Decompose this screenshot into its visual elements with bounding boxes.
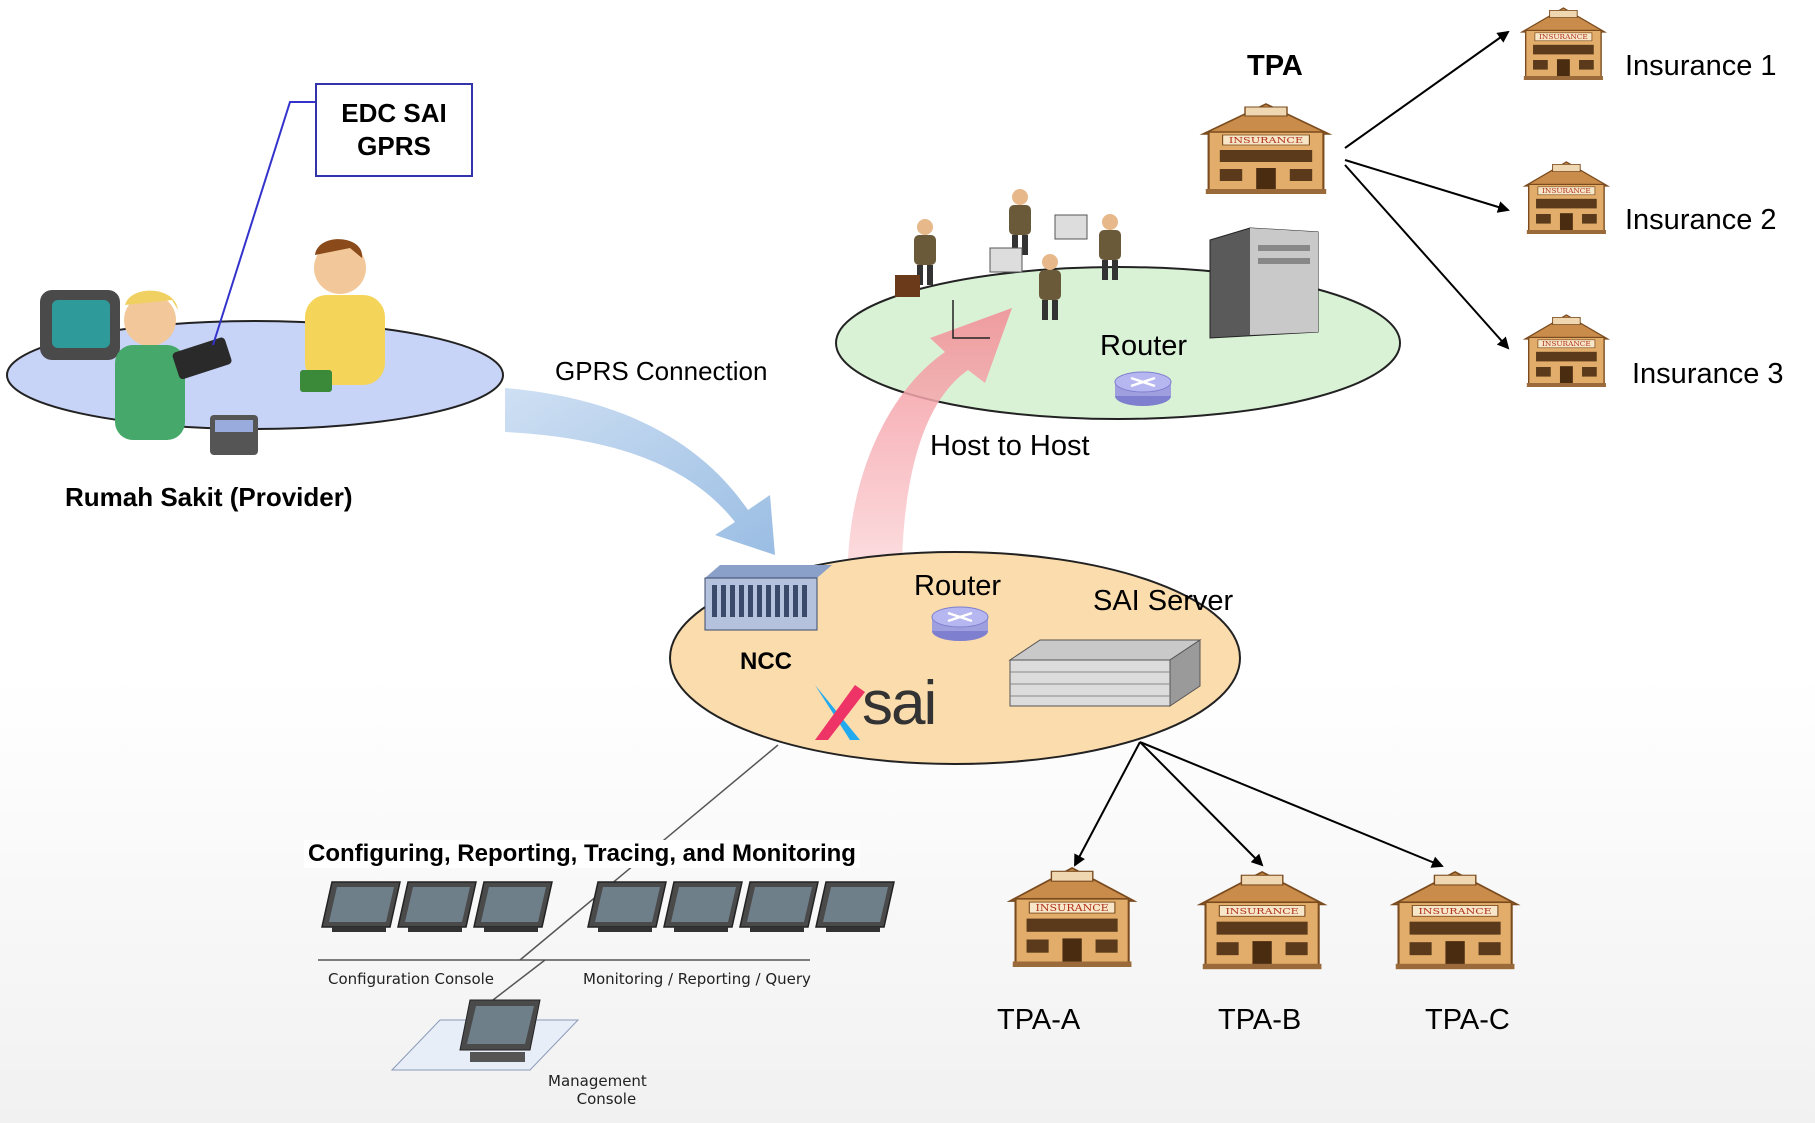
provider-illustration: [40, 239, 385, 455]
console-monitor-2: [397, 881, 477, 933]
router-icon-mid: [930, 605, 990, 643]
management-console-label: Management Console: [548, 1072, 647, 1108]
provider-label: Rumah Sakit (Provider): [65, 482, 353, 512]
building-sign: INSURANCE: [1542, 188, 1591, 195]
building-sign-text: INSURANCE: [1418, 907, 1491, 917]
router-label-mid: Router: [914, 570, 1002, 602]
tpa-b-label: TPA-B: [1218, 1004, 1302, 1036]
tpa-office-illustration: [895, 189, 1319, 339]
management-console-icon: [390, 999, 580, 1071]
ncc-device-icon: [704, 565, 832, 631]
tpa-c-label: TPA-C: [1425, 1004, 1510, 1036]
insurance-2-label: Insurance 2: [1625, 204, 1777, 236]
sai-logo-text: sai: [862, 669, 937, 738]
building-insurance-2: [1524, 161, 1609, 235]
building-sign-text: INSURANCE: [1542, 341, 1591, 348]
arrow-to-tpa-c: [1139, 741, 1444, 868]
console-monitor-7: [815, 881, 895, 933]
gprs-connection-label: GPRS Connection: [555, 356, 768, 386]
building-sign: INSURANCE: [1418, 907, 1491, 917]
console-monitor-1: [321, 881, 401, 933]
arrow-to-insurance-2: [1344, 159, 1510, 213]
console-monitor-6: [739, 881, 819, 933]
edc-callout-box: EDC SAI GPRS: [315, 83, 473, 177]
management-console-line1: Management: [548, 1072, 647, 1090]
sai-server-label: SAI Server: [1093, 585, 1234, 617]
management-caption: Configuring, Reporting, Tracing, and Mon…: [304, 840, 860, 868]
router-label-top: Router: [1100, 330, 1188, 362]
building-tpa-b: [1198, 870, 1326, 971]
ncc-label: NCC: [740, 648, 792, 675]
host-to-host-arrow: [848, 308, 1012, 560]
monitoring-reporting-label: Monitoring / Reporting / Query: [583, 970, 811, 988]
building-sign: INSURANCE: [1229, 136, 1303, 145]
building-tpa-c: [1391, 870, 1519, 971]
arrow-to-insurance-3: [1344, 164, 1510, 350]
tpa-label: TPA: [1247, 50, 1303, 82]
router-icon-top: [1113, 370, 1173, 408]
management-console-line2: Console: [576, 1090, 637, 1108]
sai-server-icon: [1008, 639, 1202, 707]
building-sign-text: INSURANCE: [1035, 904, 1108, 914]
building-tpa-a: [1008, 866, 1136, 969]
edc-label-line1: EDC SAI: [341, 98, 447, 128]
insurance-1-label: Insurance 1: [1625, 50, 1777, 82]
sai-logo-x-icon: [815, 685, 865, 740]
console-monitor-5: [663, 881, 743, 933]
building-insurance-1: [1521, 7, 1606, 81]
arrow-to-tpa-a: [1074, 741, 1141, 867]
configuration-console-label: Configuration Console: [328, 970, 495, 988]
building-sign-text: INSURANCE: [1229, 136, 1303, 145]
building-sign: INSURANCE: [1035, 904, 1108, 914]
arrow-to-tpa-b: [1139, 741, 1264, 867]
edc-callout-line: [212, 101, 315, 346]
building-sign: INSURANCE: [1225, 907, 1298, 917]
building-sign: INSURANCE: [1539, 34, 1588, 41]
host-to-host-label: Host to Host: [930, 430, 1090, 462]
building-sign-text: INSURANCE: [1225, 907, 1298, 917]
insurance-3-label: Insurance 3: [1632, 358, 1784, 390]
building-tpa: [1201, 102, 1331, 196]
edc-label-line2: GPRS: [357, 131, 431, 161]
building-sign-text: INSURANCE: [1539, 34, 1588, 41]
building-sign-text: INSURANCE: [1542, 188, 1591, 195]
arrow-to-insurance-1: [1344, 30, 1510, 149]
console-monitor-3: [473, 881, 553, 933]
gprs-arrow: [505, 388, 775, 555]
console-monitor-4: [587, 881, 667, 933]
tpa-a-label: TPA-A: [997, 1004, 1081, 1036]
building-insurance-3: [1524, 314, 1609, 388]
building-sign: INSURANCE: [1542, 341, 1591, 348]
